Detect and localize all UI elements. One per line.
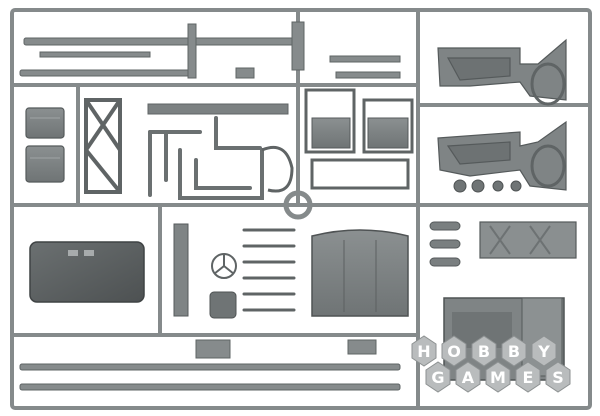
frame-rings xyxy=(530,62,566,188)
wm-letter-o: O xyxy=(447,342,461,361)
star-emblem-lines xyxy=(213,254,235,275)
wm-letter-s: S xyxy=(552,368,564,387)
x-frame-part xyxy=(84,98,122,194)
chassis-bracket-upper xyxy=(437,38,567,101)
small-rods xyxy=(242,228,296,312)
ladder-part xyxy=(173,223,189,317)
bottom-chassis-rails xyxy=(19,339,401,391)
hood-panel xyxy=(311,229,409,317)
wm-letter-m: M xyxy=(490,368,506,387)
top-chassis-rails xyxy=(19,21,401,79)
door-panels xyxy=(25,107,65,183)
wm-letter-b2: B xyxy=(508,342,520,361)
wm-letter-y: Y xyxy=(537,342,550,361)
cylinder-part xyxy=(209,291,237,319)
sprue-hub xyxy=(283,190,313,220)
wm-letter-a: A xyxy=(462,368,475,387)
runner-frame xyxy=(10,8,592,410)
knob-parts xyxy=(453,179,522,193)
wm-letter-g: G xyxy=(431,368,444,387)
cab-frame xyxy=(261,88,414,193)
cab-panels xyxy=(311,117,409,149)
bent-rods xyxy=(147,103,289,200)
crate-part xyxy=(479,221,577,259)
watermark-hexagons: H O B B Y G A M E S xyxy=(411,335,571,393)
pipe-parts xyxy=(429,221,461,267)
seat-block xyxy=(29,241,145,303)
wm-letter-b1: B xyxy=(478,342,490,361)
wm-letter-h: H xyxy=(417,342,430,361)
wm-letter-e: E xyxy=(523,368,534,387)
chassis-bracket-lower xyxy=(437,120,567,191)
